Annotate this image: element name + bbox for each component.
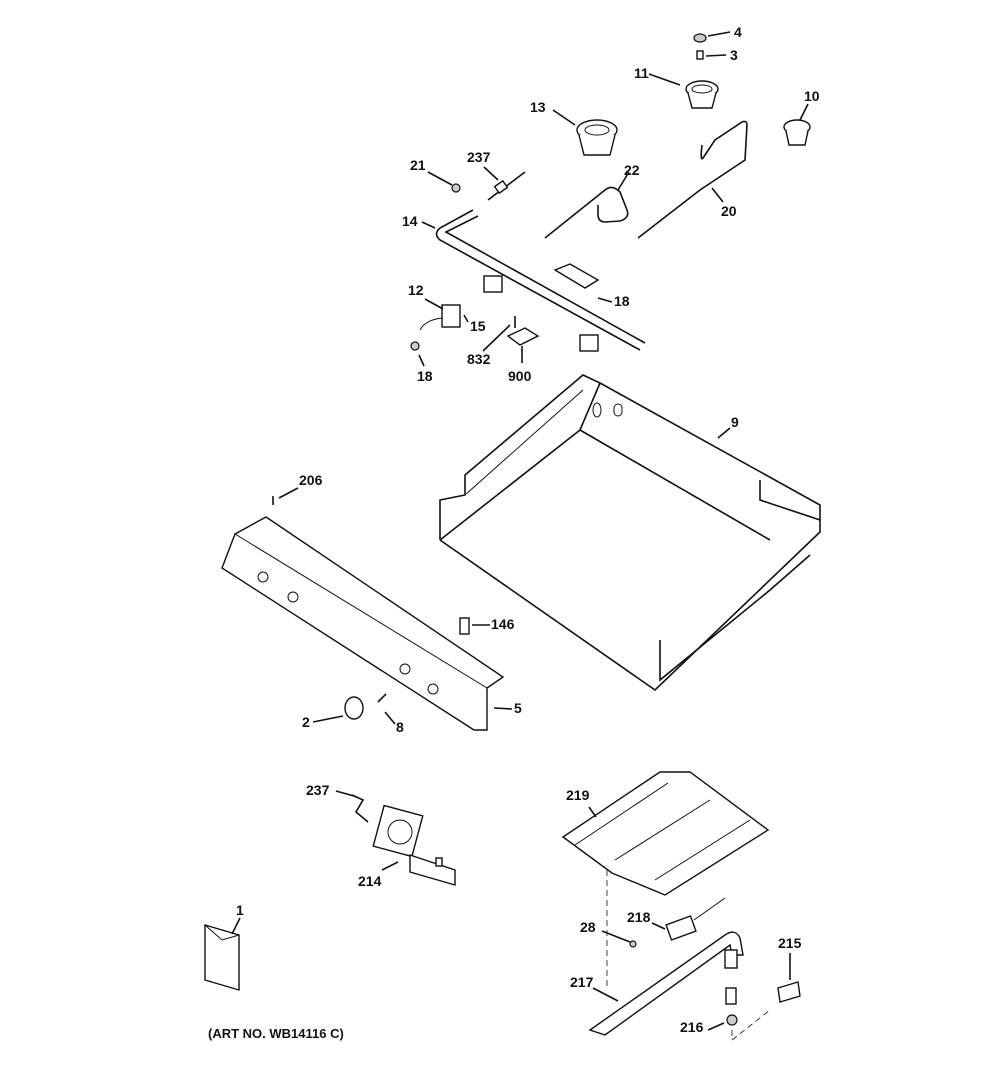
- callout-214: 214: [358, 873, 382, 889]
- part-13-burner: [576, 119, 618, 156]
- callout-28: 28: [580, 919, 596, 935]
- callout-215: 215: [778, 935, 802, 951]
- part-21-screw: [451, 183, 461, 193]
- callout-4: 4: [734, 24, 742, 40]
- part-237-tube: [351, 794, 369, 823]
- callout-10: 10: [804, 88, 820, 104]
- part-10-burner: [783, 119, 811, 146]
- part-14-manifold: [435, 209, 646, 352]
- part-218-igniter: [665, 897, 726, 941]
- callout-237-top: 237: [467, 149, 491, 165]
- callout-218: 218: [627, 909, 651, 925]
- callout-1: 1: [236, 902, 244, 918]
- callout-14: 14: [402, 213, 418, 229]
- callout-21: 21: [410, 157, 426, 173]
- part-18-bracket: [553, 263, 600, 289]
- callout-18-nut: 18: [417, 368, 433, 384]
- callout-146: 146: [491, 616, 515, 632]
- callout-832: 832: [467, 351, 491, 367]
- part-237-fitting-top: [487, 171, 526, 201]
- part-216-nut: [726, 1014, 738, 1026]
- part-22-tube: [544, 186, 629, 239]
- callout-15: 15: [470, 318, 486, 334]
- part-215-bracket: [777, 981, 801, 1003]
- callout-12: 12: [408, 282, 424, 298]
- callout-237-bottom: 237: [306, 782, 330, 798]
- callout-13: 13: [530, 99, 546, 115]
- part-11-burner: [685, 80, 719, 109]
- part-18-nut: [410, 341, 420, 351]
- part-5-control-panel: [221, 516, 505, 731]
- art-number: (ART NO. WB14116 C): [208, 1026, 344, 1041]
- callout-labels: 4 3 11 10 13 22 20 21 237 14 18 12 15 18…: [208, 24, 820, 1041]
- assembly-dash-line: [731, 1009, 771, 1041]
- callout-217: 217: [570, 974, 594, 990]
- part-217-oven-burner: [588, 931, 744, 1036]
- part-20-tube: [637, 120, 748, 239]
- part-1-literature: [204, 924, 240, 991]
- callout-9: 9: [731, 414, 739, 430]
- callout-3: 3: [730, 47, 738, 63]
- callout-22: 22: [624, 162, 640, 178]
- part-28-screw: [629, 940, 637, 948]
- part-2-knob: [344, 696, 364, 720]
- part-900-bracket: [506, 327, 540, 346]
- callout-219: 219: [566, 787, 590, 803]
- callout-2: 2: [302, 714, 310, 730]
- callout-900: 900: [508, 368, 532, 384]
- callout-216: 216: [680, 1019, 704, 1035]
- part-214-oven-valve: [372, 804, 456, 886]
- callout-11: 11: [634, 65, 649, 81]
- callout-18-bracket: 18: [614, 293, 630, 309]
- leader-lines: [231, 31, 809, 1031]
- part-12-valve: [419, 304, 461, 331]
- part-9-burner-box: [439, 374, 821, 692]
- callout-5: 5: [514, 700, 522, 716]
- part-146-clip: [459, 617, 470, 635]
- part-3-orifice: [696, 50, 704, 60]
- part-4-nut: [693, 33, 707, 43]
- callout-206: 206: [299, 472, 323, 488]
- part-8-screw: [377, 693, 387, 703]
- part-219-baffle: [561, 771, 770, 896]
- callout-20: 20: [721, 203, 737, 219]
- callout-8: 8: [396, 719, 404, 735]
